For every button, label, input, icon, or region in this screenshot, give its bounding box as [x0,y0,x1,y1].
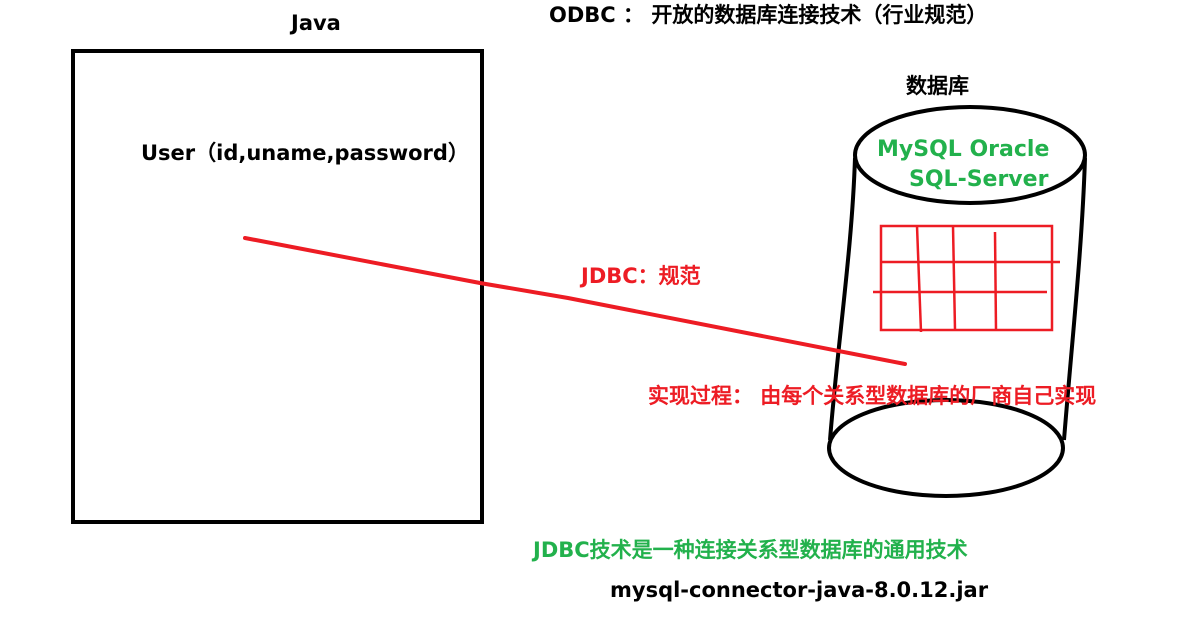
table-grid-border [879,224,1054,332]
cylinder-bottom [827,398,1065,498]
table-grid-col-line [951,225,957,331]
database-cylinder [827,105,1087,498]
jdbc-description: JDBC技术是一种连接关系型数据库的通用技术 [533,538,968,562]
table-grid [873,224,1060,333]
database-list-line1: MySQL Oracle [877,137,1050,162]
user-entity: User（id,uname,password） [141,141,469,165]
table-grid-col-line [993,231,998,331]
cylinder-top [853,105,1087,205]
java-box [71,49,484,524]
jdbc-connection-line [243,236,907,366]
cylinder-left-side [828,157,857,441]
odbc-note: ODBC ： 开放的数据库连接技术（行业规范） [549,3,988,27]
table-grid-col-line [915,225,923,333]
jar-name: mysql-connector-java-8.0.12.jar [610,578,989,602]
java-title: Java [291,11,341,35]
implementation-note: 实现过程： 由每个关系型数据库的厂商自己实现 [648,384,1097,408]
database-list-line2: SQL-Server [909,167,1049,192]
cylinder-right-side [1062,157,1087,441]
database-title: 数据库 [906,74,969,98]
jdbc-label: JDBC：规范 [581,264,701,288]
